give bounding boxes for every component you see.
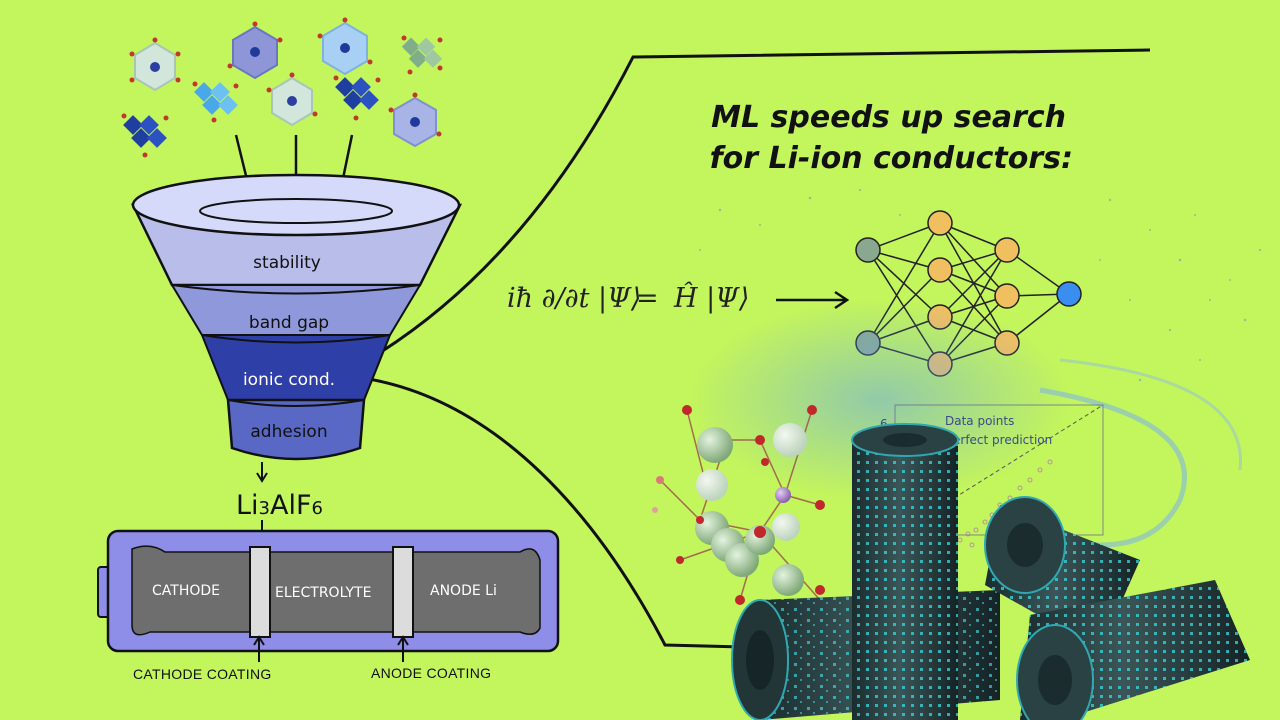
plot-legend-perfect-prediction: erfect prediction [953,433,1052,447]
formula-alf: AlF [270,490,312,521]
formula-sub-6: 6 [312,498,323,519]
plot-legend-data-points: Data points [945,414,1014,428]
crystal-structure-icon [333,75,381,121]
nn-input-node [855,237,881,263]
schrodinger-lhs: iħ ∂/∂t |Ψ⟩ [507,283,641,314]
headline-line1: ML speeds up search [711,100,1066,135]
funnel-icon: stability band gap ionic cond. adhesion [131,173,463,461]
electrolyte-label: ELECTROLYTE [275,585,371,601]
compound-formula: Li3AlF6 [236,490,323,521]
crystal-structure-icon [317,17,373,76]
crystal-structure-icon [129,37,181,92]
nn-hidden-node [927,210,953,236]
crystal-structure-icons [121,17,443,158]
funnel-layer-ionic-cond: ionic cond. [243,370,335,390]
battery-cell-icons [731,423,1250,720]
nn-hidden-node [994,283,1020,309]
crystal-structure-icon [192,81,239,123]
coating-arrows [253,635,409,662]
cathode-coating-label: CATHODE COATING [133,666,272,682]
battery-icon: CATHODE ELECTROLYTE ANODE Li [97,529,560,653]
funnel-layer-band-gap: band gap [249,313,329,333]
schrodinger-equals: = [636,283,659,314]
battery-cell-icon [1016,580,1250,720]
crystal-structure-icon [266,72,318,127]
connector-lines [362,48,1151,652]
funnel-layer-adhesion: adhesion [250,422,327,442]
nn-hidden-node [927,257,953,283]
crystal-structure-icon [121,113,169,158]
crystal-structure-icon [227,21,283,80]
anode-coating-label: ANODE COATING [371,665,491,681]
crystal-structure-icon [388,92,442,148]
funnel-layer-stability: stability [253,253,321,273]
anode-label: ANODE Li [430,583,497,599]
nn-hidden-node [994,237,1020,263]
schrodinger-rhs: Ĥ |Ψ⟩ [673,281,749,314]
molecular-structure [652,405,825,605]
crystal-structure-icon [401,35,443,75]
output-arrow [256,462,268,483]
formula-li: Li [236,490,259,521]
plot-tick-label: 6 [880,417,888,431]
battery-cell-icon [851,423,959,720]
headline-line2: for Li-ion conductors: [710,141,1073,176]
formula-sub-3: 3 [259,498,270,519]
nn-output-node [1056,281,1082,307]
particle-scatter [678,188,1262,382]
cathode-label: CATHODE [152,583,220,599]
